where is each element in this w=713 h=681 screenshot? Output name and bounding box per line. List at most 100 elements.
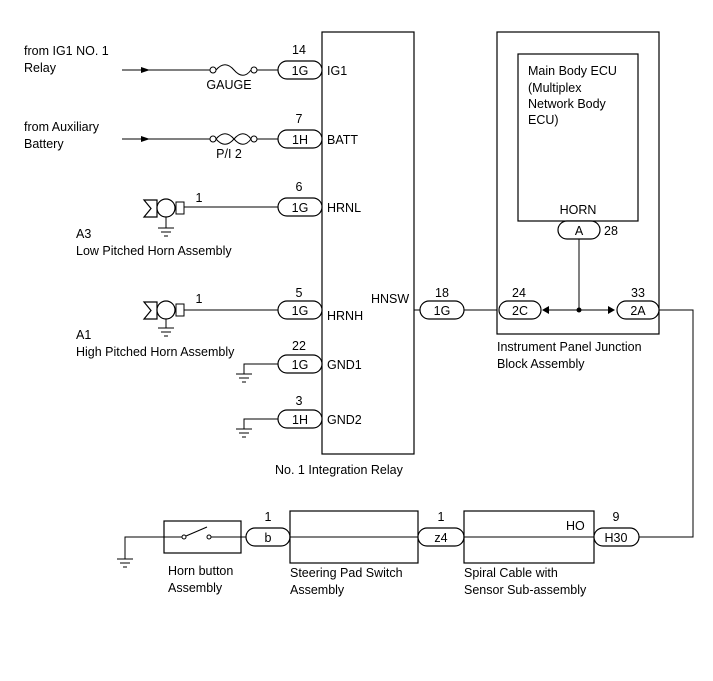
steering-pad-connector-id: z4 (434, 531, 447, 545)
horn-name: High Pitched Horn Assembly (76, 345, 235, 359)
relay-terminal-label: GND1 (327, 358, 362, 372)
gauge-fuse-terminal-left (209, 66, 217, 74)
gauge-fuse-label: GAUGE (206, 78, 251, 92)
relay-connector-id: 1G (292, 304, 309, 318)
horn-terminal-box (175, 303, 185, 317)
horn-id: A3 (76, 227, 91, 241)
junction-block-box (496, 31, 660, 335)
junction-left-connector (498, 300, 542, 320)
horn-name: Low Pitched Horn Assembly (76, 244, 232, 258)
relay-connector-id: 1G (292, 358, 309, 372)
relay-connector-id: 1G (292, 201, 309, 215)
gauge-fuse-terminal-right (250, 66, 258, 74)
horn-switch-icon (185, 526, 208, 537)
junction-left-arrow-icon (542, 306, 549, 314)
relay-terminal-gnd1: 22 1G GND1 (277, 339, 362, 374)
hnsw-connector-id: 1G (434, 304, 451, 318)
spiral-cable-name-line2: Sensor Sub-assembly (464, 583, 587, 597)
pi2-fuse-icon-2 (215, 133, 252, 145)
horn-body-icon (156, 198, 176, 218)
relay-pin-number: 6 (296, 180, 303, 194)
horn-id: A1 (76, 328, 91, 342)
gauge-fuse-icon (215, 64, 252, 76)
relay-terminal-hrnl: 6 1G HRNL (277, 180, 361, 217)
horn-icon (142, 199, 158, 218)
relay-pin-number: 14 (292, 43, 306, 57)
relay-connector (277, 60, 323, 80)
relay-pin-number: 3 (296, 394, 303, 408)
relay-pin-number: 5 (296, 286, 303, 300)
relay-terminal-label: HRNH (327, 309, 363, 323)
relay-terminal-label: HRNL (327, 201, 361, 215)
gnd2-wire (243, 418, 278, 429)
ecu-connector-id: A (575, 224, 584, 238)
spiral-cable-connector (593, 527, 640, 547)
relay-terminal-label: BATT (327, 133, 358, 147)
relay-pin-number: 7 (296, 112, 303, 126)
horn-button-connector-id: b (265, 531, 272, 545)
spiral-cable-pin: 9 (613, 510, 620, 524)
ground-icon (235, 428, 253, 438)
junction-left-connector-id: 2C (512, 304, 528, 318)
relay-connector-id: 1H (292, 133, 308, 147)
ground-icon (116, 558, 134, 568)
relay-connector (277, 129, 323, 149)
junction-right-arrow-icon (608, 306, 615, 314)
junction-name-line1: Instrument Panel Junction (497, 340, 642, 354)
ig1-source-label-line2: Relay (24, 61, 57, 75)
horn-button-name-line1: Horn button (168, 564, 233, 578)
relay-terminal-hrnh: 5 1G HRNH (277, 286, 363, 323)
high-pitched-horn: 1 A1 High Pitched Horn Assembly (76, 292, 278, 359)
junction-right-pin: 33 (631, 286, 645, 300)
relay-terminal-label: IG1 (327, 64, 347, 78)
pi2-fuse-terminal-left (209, 135, 217, 143)
horn-terminal-box (175, 201, 185, 215)
ecu-horn-terminal: HORN (560, 203, 597, 217)
batt-arrow-icon (141, 136, 150, 142)
switch-contact-right (206, 534, 212, 540)
horn-button-ground-wire (124, 536, 164, 559)
steering-pad-pin: 1 (438, 510, 445, 524)
horn-button-pin: 1 (265, 510, 272, 524)
ig1-arrow-icon (141, 67, 150, 73)
relay-pin-number: 22 (292, 339, 306, 353)
spiral-cable-connector-id: H30 (605, 531, 628, 545)
battery-source-label-line1: from Auxiliary (24, 120, 100, 134)
ig1-source-label-line1: from IG1 NO. 1 (24, 44, 109, 58)
junction-to-h30-wire (639, 309, 694, 538)
hnsw-pin: 18 (435, 286, 449, 300)
ecu-name-line4: ECU) (528, 113, 559, 127)
main-body-ecu-box (517, 53, 639, 222)
relay-connector-id: 1H (292, 413, 308, 427)
ecu-name-line1: Main Body ECU (528, 64, 617, 78)
relay-terminal-ig1: 14 1G IG1 (277, 43, 347, 80)
pi2-fuse-terminal-right (250, 135, 258, 143)
horn-pin: 1 (196, 292, 203, 306)
relay-terminal-label: GND2 (327, 413, 362, 427)
switch-contact-left (181, 534, 187, 540)
integration-relay-box (321, 31, 415, 455)
low-pitched-horn: 1 A3 Low Pitched Horn Assembly (76, 191, 278, 258)
integration-relay-label: No. 1 Integration Relay (275, 463, 404, 477)
relay-terminal-batt: 7 1H BATT (277, 112, 358, 149)
steering-pad-name-line2: Assembly (290, 583, 345, 597)
relay-connector-id: 1G (292, 64, 309, 78)
ground-icon (157, 227, 175, 237)
hnsw-label: HNSW (371, 292, 409, 306)
relay-terminal-gnd2: 3 1H GND2 (277, 394, 362, 429)
spiral-cable-terminal: HO (566, 519, 585, 533)
horn-body-icon (156, 300, 176, 320)
steering-pad-name-line1: Steering Pad Switch (290, 566, 403, 580)
horn-icon (142, 301, 158, 320)
ecu-name-line2: (Multiplex (528, 81, 582, 95)
junction-left-pin: 24 (512, 286, 526, 300)
gnd1-wire (243, 363, 278, 374)
ecu-name-line3: Network Body (528, 97, 607, 111)
ecu-pin: 28 (604, 224, 618, 238)
horn-pin: 1 (196, 191, 203, 205)
ground-icon (235, 373, 253, 383)
battery-source-label-line2: Battery (24, 137, 64, 151)
spiral-cable-name-line1: Spiral Cable with (464, 566, 558, 580)
